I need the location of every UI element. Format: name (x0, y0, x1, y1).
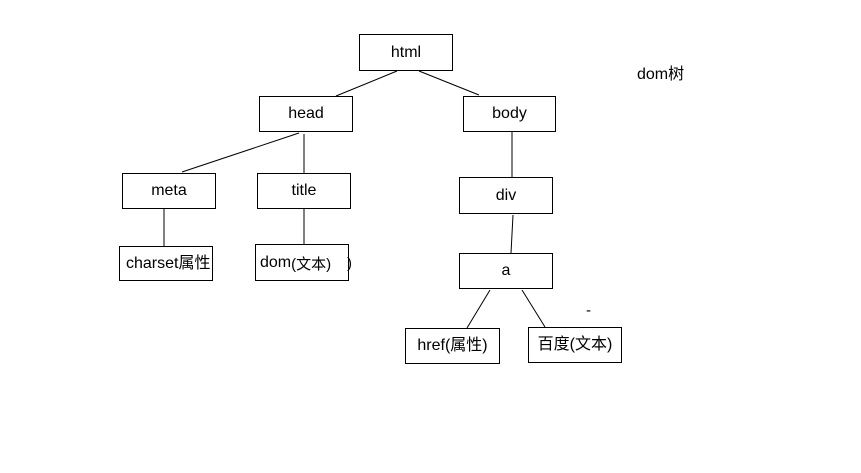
diagram-caption: dom树 (637, 66, 685, 83)
edge-head-meta (181, 132, 300, 173)
node-a: a (459, 253, 553, 289)
dom-text-sub: (文本) (291, 256, 332, 273)
node-body: body (463, 96, 556, 132)
edge-html-head (335, 70, 398, 97)
node-title: title (257, 173, 351, 209)
edge-html-body (418, 70, 480, 96)
node-href-attribute: href(属性) (405, 328, 500, 364)
node-charset-attribute: charset属性 (119, 246, 213, 281)
node-html: html (359, 34, 453, 71)
node-baidu-text: 百度(文本) (528, 327, 622, 363)
dash-mark: - (586, 302, 591, 319)
dom-text-main: dom (260, 253, 292, 271)
stray-paren-mark: ) (347, 255, 352, 272)
node-meta: meta (122, 173, 216, 209)
edge-a-href (466, 289, 491, 329)
edge-a-baidu (521, 289, 546, 328)
node-dom-text: dom(文本) (255, 244, 349, 281)
node-div: div (459, 177, 553, 214)
node-head: head (259, 96, 353, 132)
edge-div-a (510, 214, 514, 254)
